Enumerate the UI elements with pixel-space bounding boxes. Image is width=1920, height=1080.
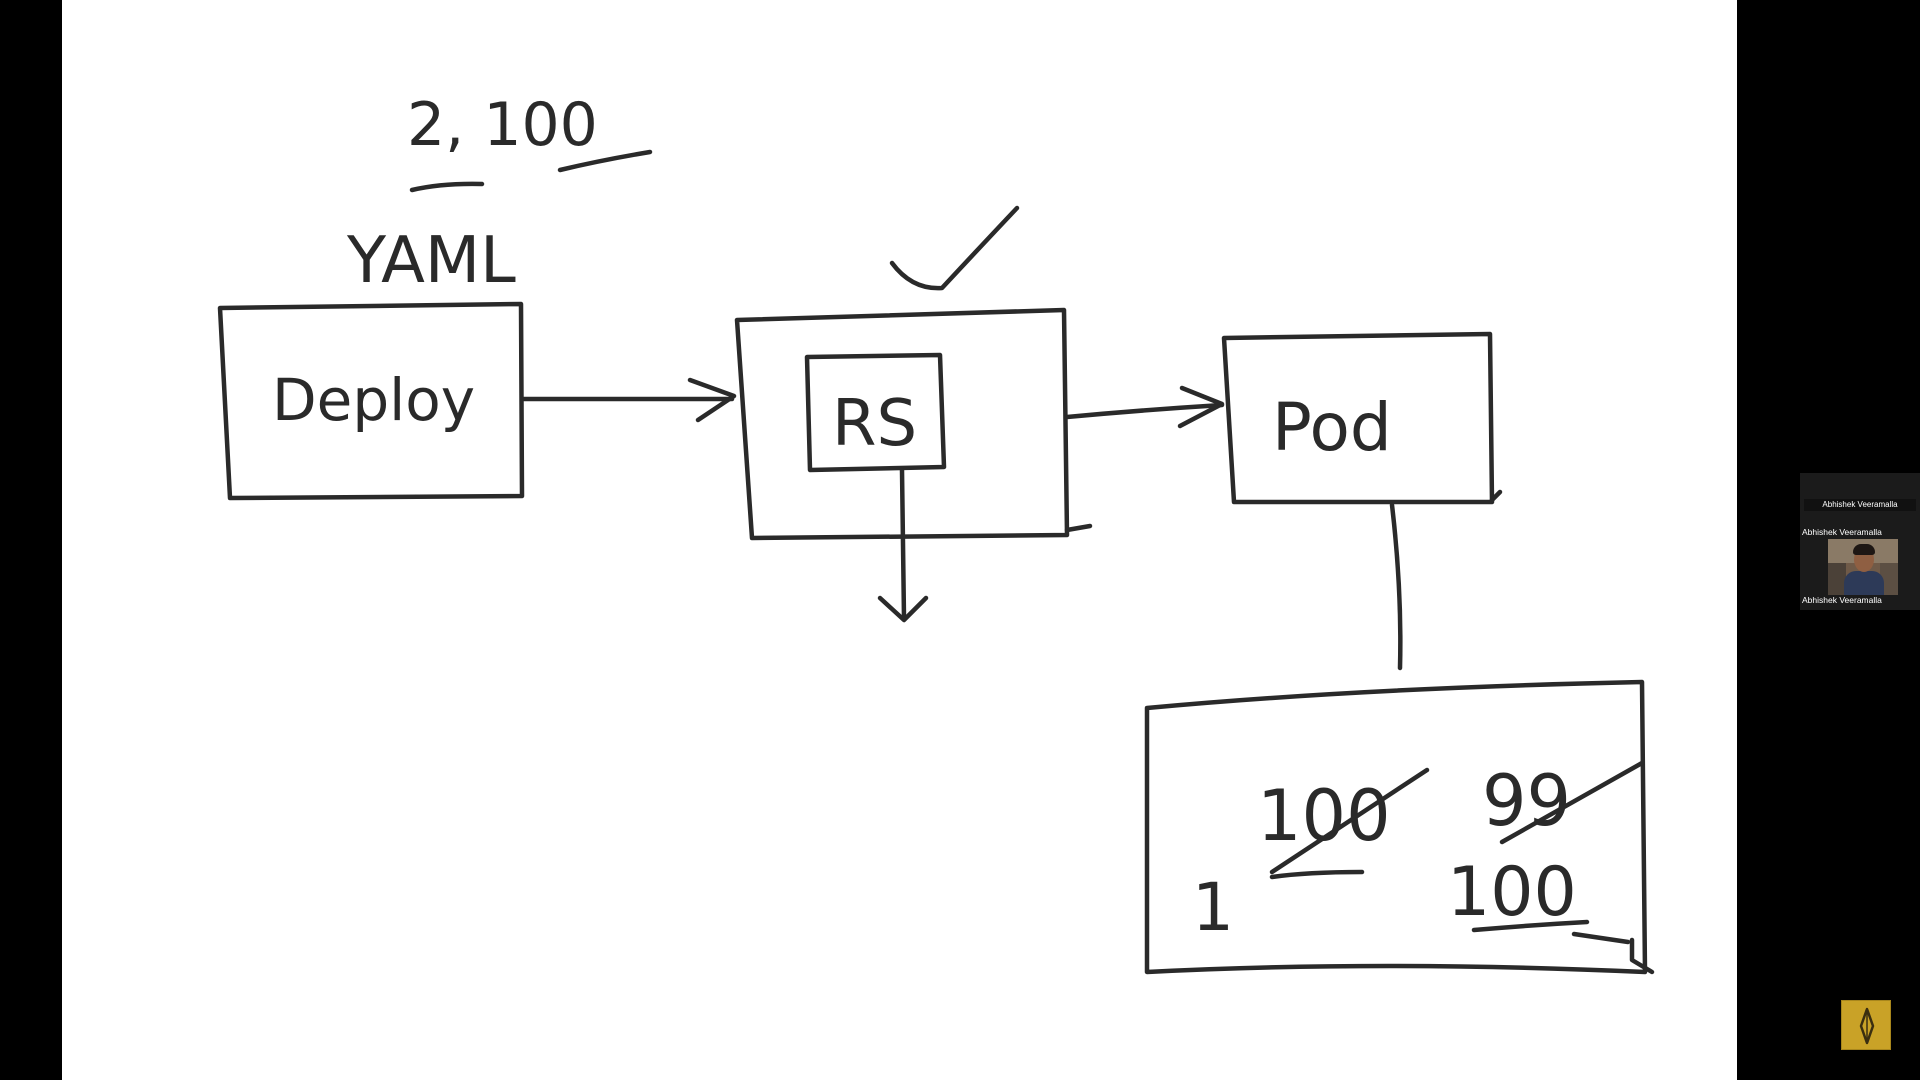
video-tile-header: Abhishek Veeramalla [1804,499,1916,511]
deploy-box [217,301,525,501]
count-100-struck: 100 [1257,775,1391,857]
strike-99 [1499,760,1645,845]
rs-label: RS [832,387,917,461]
pod-box-tail [1489,489,1503,503]
underline-2 [409,181,485,193]
compass-diamond-icon[interactable] [1841,1000,1891,1050]
container-box-corner [1629,937,1655,975]
arrow-rs-to-pod [1064,402,1225,420]
underline-100 [557,149,653,173]
container-box [1144,679,1648,975]
replicas-annotation: 2, 100 [407,90,598,160]
whiteboard-canvas[interactable]: 2, 100 YAML Deploy RS [62,0,1737,1080]
rs-inner-box [804,352,947,473]
count-100: 100 [1447,853,1577,932]
participant-name-top: Abhishek Veeramalla [1802,527,1882,537]
dash-under-100 [1269,869,1365,880]
participant-name-bottom: Abhishek Veeramalla [1802,595,1882,605]
arrow-deploy-to-rs-head [687,377,737,423]
pod-label: Pod [1272,389,1392,466]
diagram-drawing: 2, 100 YAML Deploy RS [217,90,1655,975]
participant-video-tile[interactable]: Abhishek Veeramalla Abhishek Veeramalla … [1800,473,1920,610]
rs-outer-box [734,307,1070,541]
count-1: 1 [1192,869,1234,946]
strike-100 [1269,767,1430,875]
underline-count-100-tail [1571,931,1631,945]
yaml-label: YAML [346,224,516,298]
rs-outer-box-tail [1064,523,1093,533]
arrow-rs-to-pod-head [1177,385,1225,429]
arrow-rs-down [899,467,907,621]
pod-connector-line [1389,502,1403,671]
deploy-label: Deploy [272,366,475,434]
checkmark [889,205,1020,291]
underline-count-100 [1471,919,1590,933]
arrow-rs-down-head [877,595,929,623]
participant-video-feed [1828,539,1898,595]
